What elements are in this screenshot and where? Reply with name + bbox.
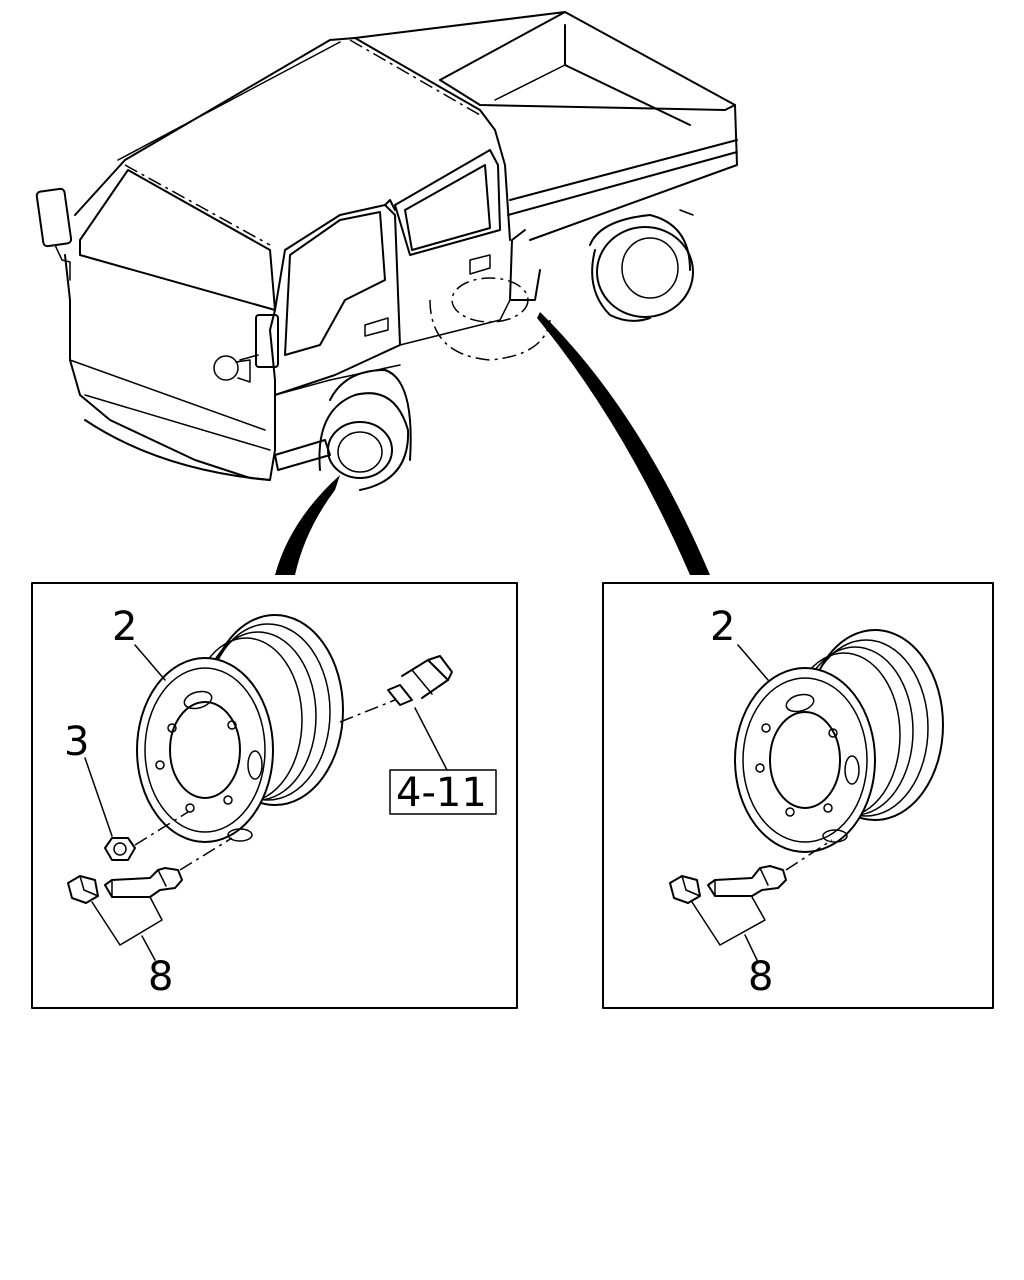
callout-left-valve: 8 (148, 954, 173, 1000)
callout-left-rim: 2 (112, 604, 137, 650)
right-valve-extension (669, 839, 833, 904)
leader-left-rim (134, 644, 166, 681)
truck-illustration (35, 11, 738, 491)
left-valve-extension (67, 837, 233, 904)
callout-left-nut: 3 (64, 719, 89, 765)
leader-ref-box (414, 707, 448, 771)
leader-left-valve (91, 896, 163, 946)
right-detail-panel (602, 582, 994, 1009)
callout-right-rim: 2 (710, 604, 735, 650)
leader-right-valve-stem (744, 934, 758, 961)
right-pointer-arrow (537, 312, 710, 575)
leader-left-nut (84, 757, 113, 837)
callout-right-valve: 8 (748, 954, 773, 1000)
wheel-nut (104, 811, 189, 861)
left-wheel-rim (136, 614, 344, 843)
left-detail-panel (31, 582, 518, 1009)
wheel-stud (339, 655, 453, 723)
left-pointer-arrow (275, 475, 340, 575)
leader-right-rim (737, 644, 769, 681)
ref-box (389, 769, 497, 815)
right-wheel-rim (734, 629, 944, 853)
callout-ref-box: 4-11 (396, 770, 487, 816)
leader-right-valve (691, 896, 766, 946)
leader-left-valve-stem (141, 935, 156, 961)
